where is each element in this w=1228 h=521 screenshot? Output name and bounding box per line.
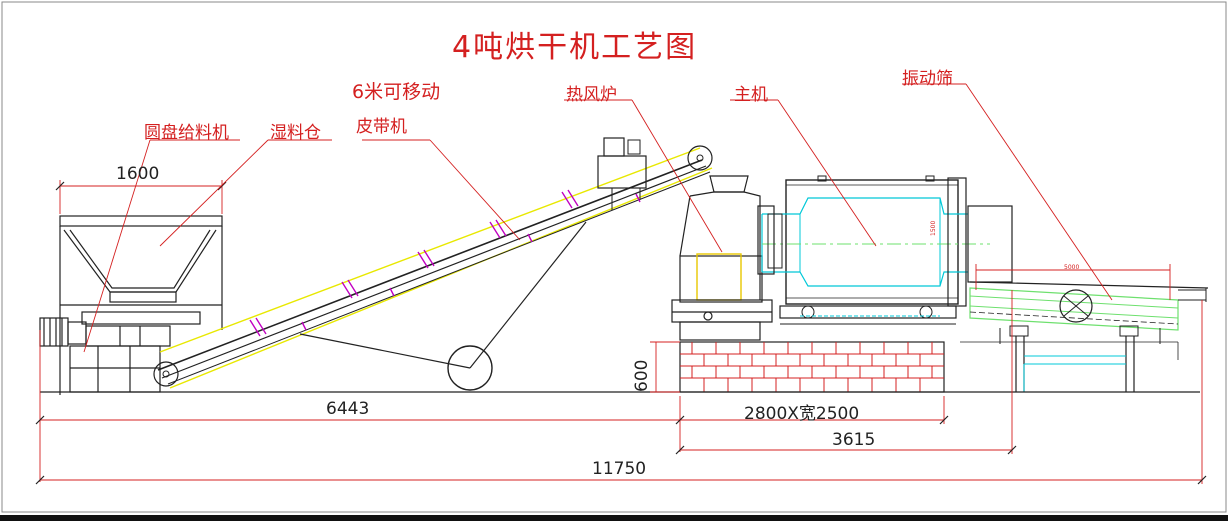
dim-overall: 11750 [592, 459, 647, 479]
dim-dryer-total: 3615 [832, 430, 876, 450]
dimension-lines [39, 180, 1203, 484]
dim-conveyor-span: 6443 [326, 399, 370, 419]
label-hot-air-furnace: 热风炉 [566, 85, 617, 105]
hot-air-furnace [671, 175, 773, 341]
label-disc-feeder: 圆盘给料机 [144, 123, 229, 143]
label-wet-bin: 湿料仓 [270, 123, 321, 143]
dim-bin-width: 1600 [116, 164, 160, 184]
bottom-border [0, 515, 1228, 521]
dimension-ticks [35, 181, 1207, 485]
brick-foundation [679, 341, 945, 393]
dim-drum-diameter: 1500 [930, 220, 937, 236]
dim-base-height: 600 [632, 359, 652, 392]
label-main-machine: 主机 [734, 85, 768, 105]
main-dryer-drum [757, 175, 1013, 325]
label-belt-conveyor-line2: 皮带机 [356, 117, 407, 137]
vibrating-screen [960, 281, 1209, 392]
dim-dryer-size: 2800X宽2500 [744, 404, 860, 424]
belt-conveyor [153, 137, 713, 391]
leader-lines [83, 83, 1113, 353]
label-belt-conveyor-line1: 6米可移动 [352, 81, 441, 103]
diagram-title: 4吨烘干机工艺图 [452, 30, 698, 65]
label-vibrating-screen: 振动筛 [902, 69, 953, 89]
wet-bin [59, 215, 223, 395]
dim-screen-length: 5000 [1064, 264, 1080, 271]
